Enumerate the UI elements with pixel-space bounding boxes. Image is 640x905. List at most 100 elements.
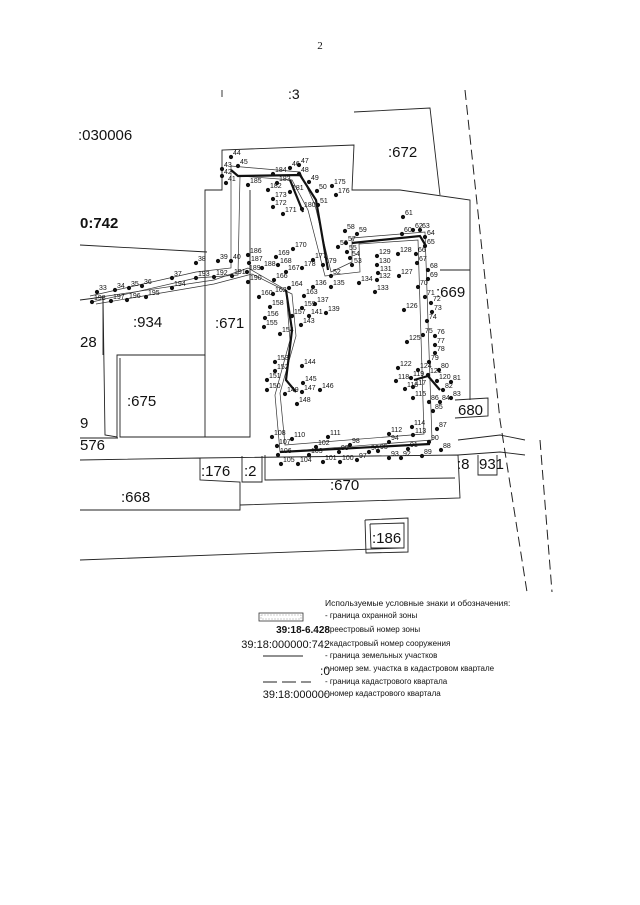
boundary-point — [310, 257, 316, 263]
boundary-point-label: 84 — [442, 395, 450, 402]
boundary-point-label: 175 — [334, 179, 346, 186]
boundary-point-label: 162 — [275, 287, 287, 294]
boundary-point-label: 160 — [261, 290, 273, 297]
boundary-point-label: 58 — [347, 224, 355, 231]
boundary-point — [374, 277, 380, 283]
boundary-point-label: 154 — [282, 327, 294, 334]
boundary-point — [333, 192, 339, 198]
boundary-point-label: 122 — [400, 361, 412, 368]
legend-parcel-number-symbol: :0 — [319, 664, 330, 678]
boundary-point — [422, 243, 428, 249]
boundary-point-label: 115 — [415, 391, 426, 398]
legend-item-structure-number: - кадастровый номер сооружения — [325, 639, 451, 648]
parcel-label-675: :675 — [127, 393, 156, 410]
boundary-point-label: 166 — [276, 273, 288, 280]
boundary-point-label: 36 — [144, 279, 152, 286]
legend-item-zone-boundary: - граница охранной зоны — [325, 611, 418, 620]
boundary-point-label: 61 — [405, 210, 413, 217]
boundary-point-label: 179 — [325, 258, 337, 265]
boundary-point-label: 120 — [439, 374, 451, 381]
boundary-point-label: 77 — [437, 338, 445, 345]
boundary-point-label: 168 — [280, 258, 292, 265]
boundary-point-label: 37 — [174, 271, 182, 278]
parcel-label-934: :934 — [133, 314, 162, 331]
quarter-boundary — [464, 89, 553, 593]
boundary-point-label: 85 — [435, 404, 443, 411]
boundary-point — [315, 202, 321, 208]
boundary-point-label: 117 — [415, 380, 426, 387]
boundary-point-label: 54 — [352, 251, 360, 258]
boundary-point-label: 71 — [427, 290, 435, 297]
boundary-point — [410, 227, 416, 233]
boundary-point — [400, 214, 406, 220]
boundary-point — [440, 387, 446, 393]
parcel-label-2: :2 — [244, 463, 257, 480]
boundary-point — [270, 204, 276, 210]
boundary-point-label: 68 — [430, 263, 438, 270]
boundary-point-label: 172 — [275, 200, 287, 207]
boundary-point — [426, 359, 432, 365]
boundary-point — [299, 389, 305, 395]
boundary-point — [422, 234, 428, 240]
boundary-point-label: 163 — [306, 289, 318, 296]
boundary-point — [430, 408, 436, 414]
boundary-point — [420, 332, 426, 338]
boundary-point — [246, 260, 252, 266]
boundary-point-label: 60 — [404, 227, 412, 234]
parcel-label-9: 9 — [80, 415, 88, 432]
boundary-point — [282, 391, 288, 397]
boundary-point-label: 148 — [299, 397, 311, 404]
boundary-point — [219, 166, 225, 172]
boundary-point — [372, 289, 378, 295]
boundary-point-label: 79 — [431, 355, 439, 362]
boundary-point-label: 94 — [391, 435, 399, 442]
boundary-point-label: 46 — [292, 161, 300, 168]
legend-structure-number-symbol: 39:18:000000:742 — [241, 639, 330, 651]
boundary-point — [415, 367, 421, 373]
boundary-point-label: 43 — [224, 162, 232, 169]
boundary-point-label: 102 — [318, 440, 330, 447]
boundary-point-label: 42 — [224, 169, 232, 176]
parcel-label-8: :8 — [457, 456, 470, 473]
boundary-point-label: 158 — [272, 300, 284, 307]
boundary-point — [401, 307, 407, 313]
boundary-point — [398, 455, 404, 461]
boundary-point — [414, 260, 420, 266]
boundary-point-label: 121 — [430, 368, 442, 375]
boundary-point-label: 169 — [278, 250, 290, 257]
boundary-point-label: 187 — [251, 256, 263, 263]
boundary-point — [399, 231, 405, 237]
boundary-point-label: 178 — [304, 261, 316, 268]
boundary-point — [425, 267, 431, 273]
boundary-point-label: 146 — [322, 383, 334, 390]
boundary-point — [271, 277, 277, 283]
boundary-point — [245, 252, 251, 258]
boundary-point — [301, 293, 307, 299]
boundary-point — [432, 342, 438, 348]
boundary-point-label: 33 — [99, 285, 107, 292]
boundary-point-label: 38 — [198, 256, 206, 263]
boundary-point — [428, 300, 434, 306]
boundary-point — [320, 262, 326, 268]
boundary-point-label: 106 — [280, 448, 292, 455]
boundary-point-label: 157 — [294, 309, 306, 316]
boundary-point-label: 72 — [433, 296, 441, 303]
boundary-point — [325, 434, 331, 440]
boundary-point — [229, 273, 235, 279]
boundary-point — [429, 309, 435, 315]
boundary-point-label: 51 — [320, 198, 328, 205]
boundary-point — [422, 294, 428, 300]
boundary-point-label: 156 — [267, 311, 279, 318]
boundary-point — [313, 444, 319, 450]
boundary-point-label: 112 — [391, 427, 402, 434]
boundary-point-label: 35 — [131, 281, 139, 288]
boundary-point-label: 139 — [328, 306, 340, 313]
boundary-point-label: 134 — [361, 276, 373, 283]
boundary-point-label: 69 — [430, 272, 438, 279]
boundary-point — [289, 313, 295, 319]
boundary-point — [193, 260, 199, 266]
boundary-point — [296, 162, 302, 168]
boundary-point-label: 114 — [414, 420, 425, 427]
boundary-point — [169, 285, 175, 291]
